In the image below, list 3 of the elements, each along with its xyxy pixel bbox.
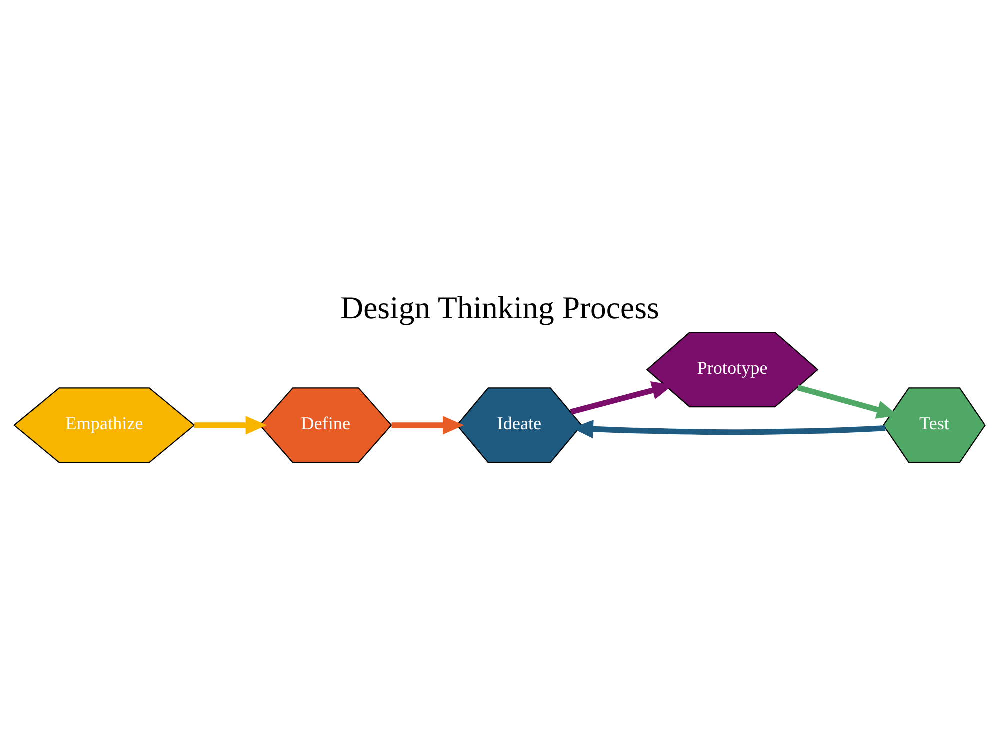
arrow: [194, 416, 268, 434]
arrow: [392, 416, 464, 434]
diagram-title: Design Thinking Process: [340, 290, 660, 325]
